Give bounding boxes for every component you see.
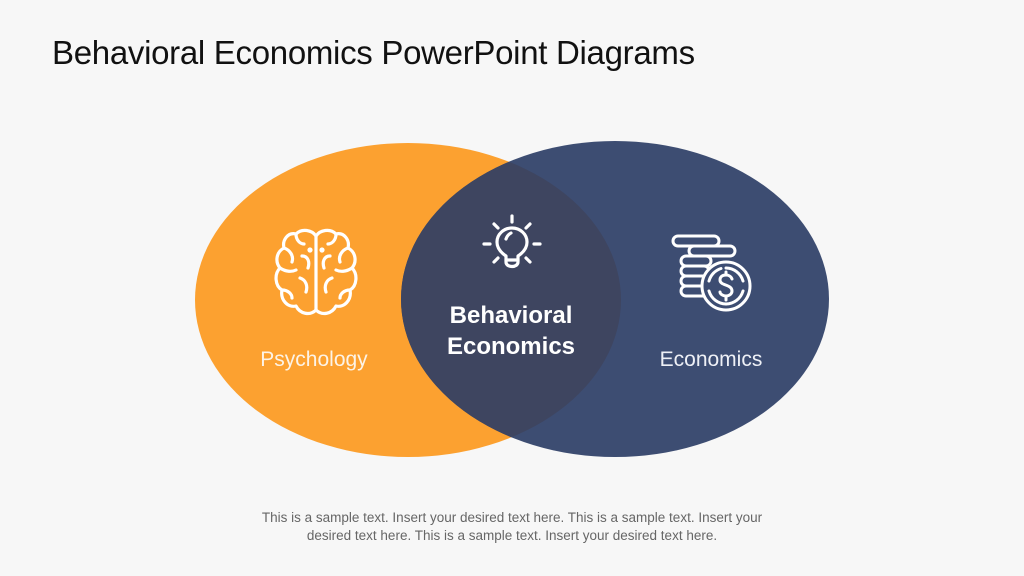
intersection-region xyxy=(401,143,621,457)
sample-text-line2: desired text here. This is a sample text… xyxy=(306,528,718,543)
psychology-label: Psychology xyxy=(260,348,368,371)
sample-text-line1: This is a sample text. Insert your desir… xyxy=(261,510,763,525)
behavioral-economics-line1: Behavioral xyxy=(449,302,573,329)
behavioral-economics-line2: Economics xyxy=(446,333,576,360)
sample-text: This is a sample text. Insert your desir… xyxy=(200,509,824,545)
economics-label: Economics xyxy=(659,348,763,371)
coins-dollar-icon xyxy=(671,234,752,312)
slide-title: Behavioral Economics PowerPoint Diagrams xyxy=(52,34,695,71)
brain-icon xyxy=(274,228,358,316)
lightbulb-icon xyxy=(482,214,542,269)
behavioral-economics-label: Behavioral Economics xyxy=(412,300,610,362)
